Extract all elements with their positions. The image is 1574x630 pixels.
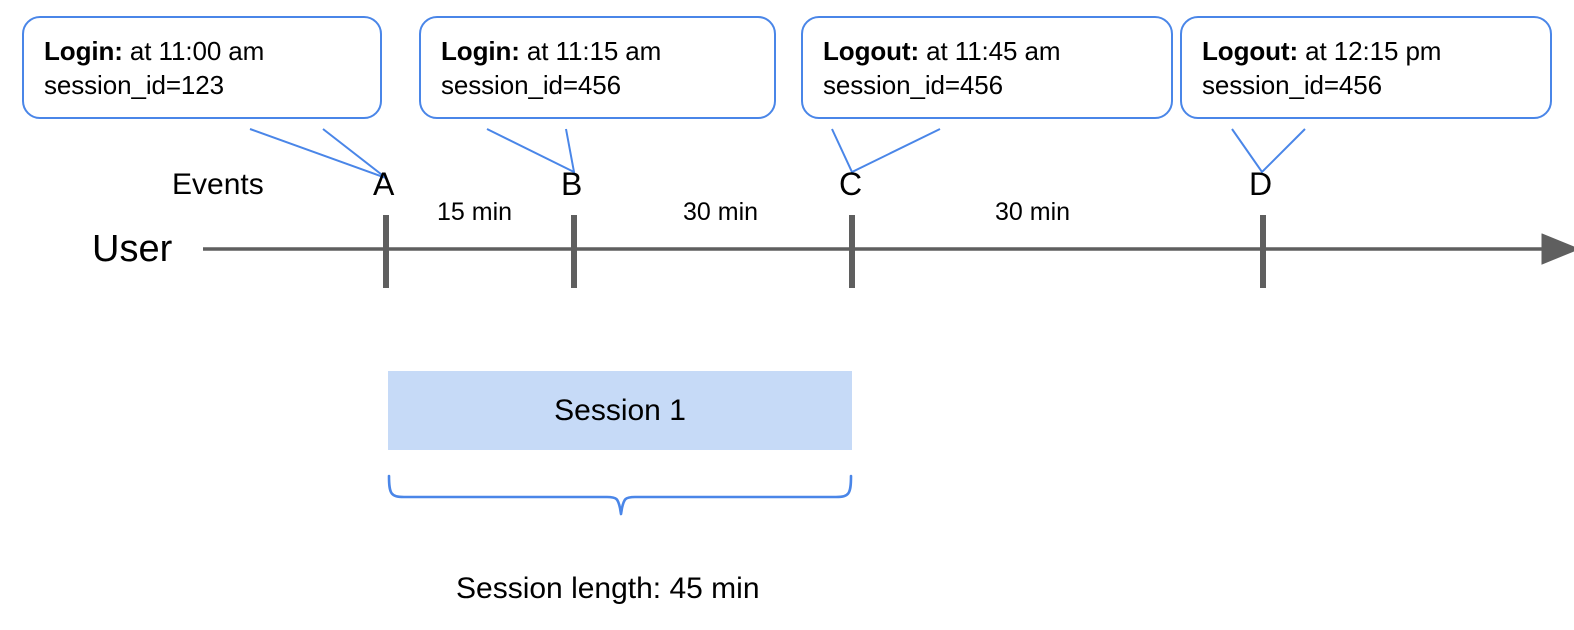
callout-bubble-d[interactable]: Logout: at 12:15 pm session_id=456 <box>1180 16 1552 119</box>
callout-bubble-c[interactable]: Logout: at 11:45 am session_id=456 <box>801 16 1173 119</box>
session-bar-label: Session 1 <box>554 393 686 427</box>
user-row-label: User <box>92 228 173 270</box>
callout-tail-b <box>486 128 576 174</box>
duration-label-ab: 15 min <box>437 198 513 226</box>
callout-d-session: session_id=456 <box>1202 70 1383 101</box>
callout-tail-c <box>831 128 941 174</box>
session-bar-1[interactable]: Session 1 <box>388 371 852 450</box>
marker-label-c: C <box>839 166 863 202</box>
duration-label-bc: 30 min <box>683 198 759 226</box>
callout-d-type: Logout: <box>1202 36 1299 66</box>
callout-c-type: Logout: <box>823 36 920 66</box>
callout-b-type: Login: <box>441 36 520 66</box>
callout-tail-a <box>249 128 387 179</box>
callout-c-session: session_id=456 <box>823 70 1004 101</box>
callout-tail-d <box>1231 128 1306 174</box>
callout-d-time: at 12:15 pm <box>1298 36 1442 66</box>
callout-b-session: session_id=456 <box>441 70 622 101</box>
session-length-caption: Session length: 45 min <box>456 572 760 605</box>
marker-label-b: B <box>561 166 583 202</box>
events-row-label: Events <box>172 168 264 201</box>
marker-label-d: D <box>1249 166 1273 202</box>
callout-a-time: at 11:00 am <box>122 36 265 66</box>
callout-bubble-b[interactable]: Login: at 11:15 am session_id=456 <box>419 16 776 119</box>
callout-b-time: at 11:15 am <box>519 36 662 66</box>
callout-bubble-a[interactable]: Login: at 11:00 am session_id=123 <box>22 16 382 119</box>
callout-a-session: session_id=123 <box>44 70 225 101</box>
session-brace <box>387 474 853 516</box>
callout-a-type: Login: <box>44 36 123 66</box>
duration-label-cd: 30 min <box>995 198 1071 226</box>
callout-c-time: at 11:45 am <box>919 36 1061 66</box>
marker-label-a: A <box>373 166 395 202</box>
